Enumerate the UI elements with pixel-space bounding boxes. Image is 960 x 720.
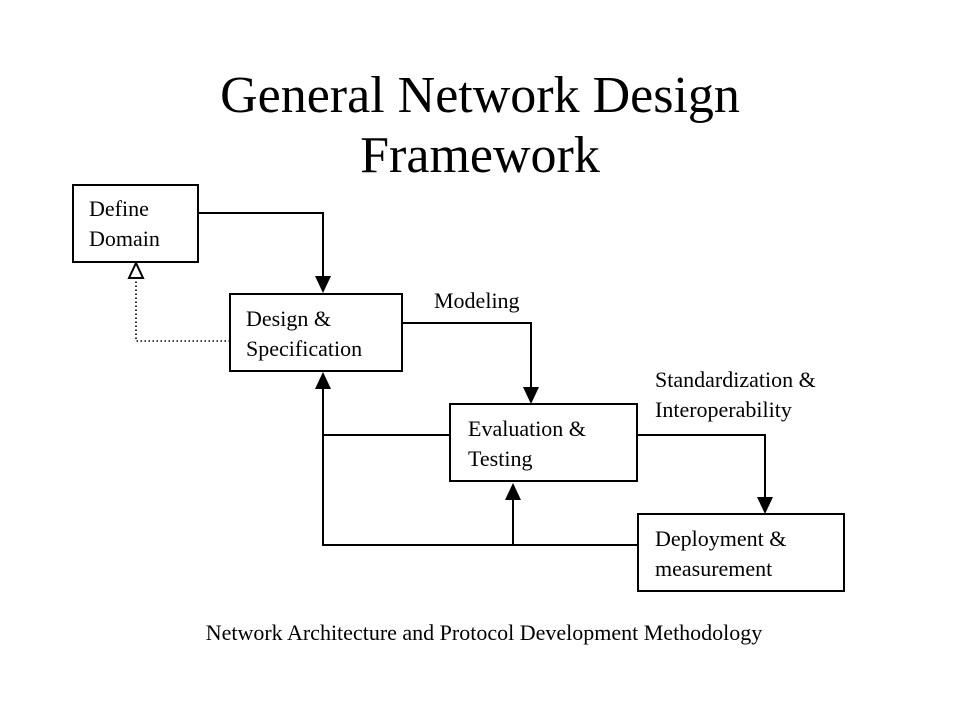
arrowhead-into-design-top	[315, 276, 331, 293]
node-define-domain: Define Domain	[72, 184, 199, 263]
node-deployment-measurement: Deployment & measurement	[637, 513, 845, 592]
connectors	[127, 212, 773, 546]
arrowhead-into-define-bottom	[127, 260, 145, 279]
edge-deployment-feedback	[322, 389, 638, 546]
arrowhead-into-evaluation-top	[523, 387, 539, 404]
title-line-2: Framework	[360, 127, 600, 184]
evaluation-line-1: Evaluation &	[468, 416, 586, 441]
diagram-caption: Network Architecture and Protocol Develo…	[206, 620, 763, 645]
title-line-1: General Network Design	[220, 67, 740, 124]
design-spec-line-1: Design &	[246, 306, 331, 331]
edge-label-standardization-2: Interoperability	[655, 397, 792, 422]
node-design-specification: Design & Specification	[229, 293, 403, 372]
arrowhead-into-design-bottom	[315, 372, 331, 389]
design-spec-line-2: Specification	[246, 336, 362, 361]
edge-label-standardization-1: Standardization &	[655, 367, 816, 392]
evaluation-line-2: Testing	[468, 446, 532, 471]
edge-define-to-design	[198, 212, 324, 276]
define-domain-line-1: Define	[89, 196, 149, 221]
slide-title: General Network Design Framework	[0, 66, 960, 186]
define-domain-line-2: Domain	[89, 226, 160, 251]
edge-label-modeling: Modeling	[434, 288, 520, 313]
edge-design-to-define-dotted	[135, 278, 230, 342]
arrowhead-into-deployment-top	[757, 497, 773, 514]
deployment-line-2: measurement	[655, 556, 772, 581]
arrowhead-into-evaluation-bottom	[505, 483, 521, 500]
edge-design-to-evaluation	[402, 322, 532, 387]
edge-evaluation-to-deployment	[637, 434, 766, 497]
node-evaluation-testing: Evaluation & Testing	[449, 403, 638, 482]
deployment-line-1: Deployment &	[655, 526, 786, 551]
